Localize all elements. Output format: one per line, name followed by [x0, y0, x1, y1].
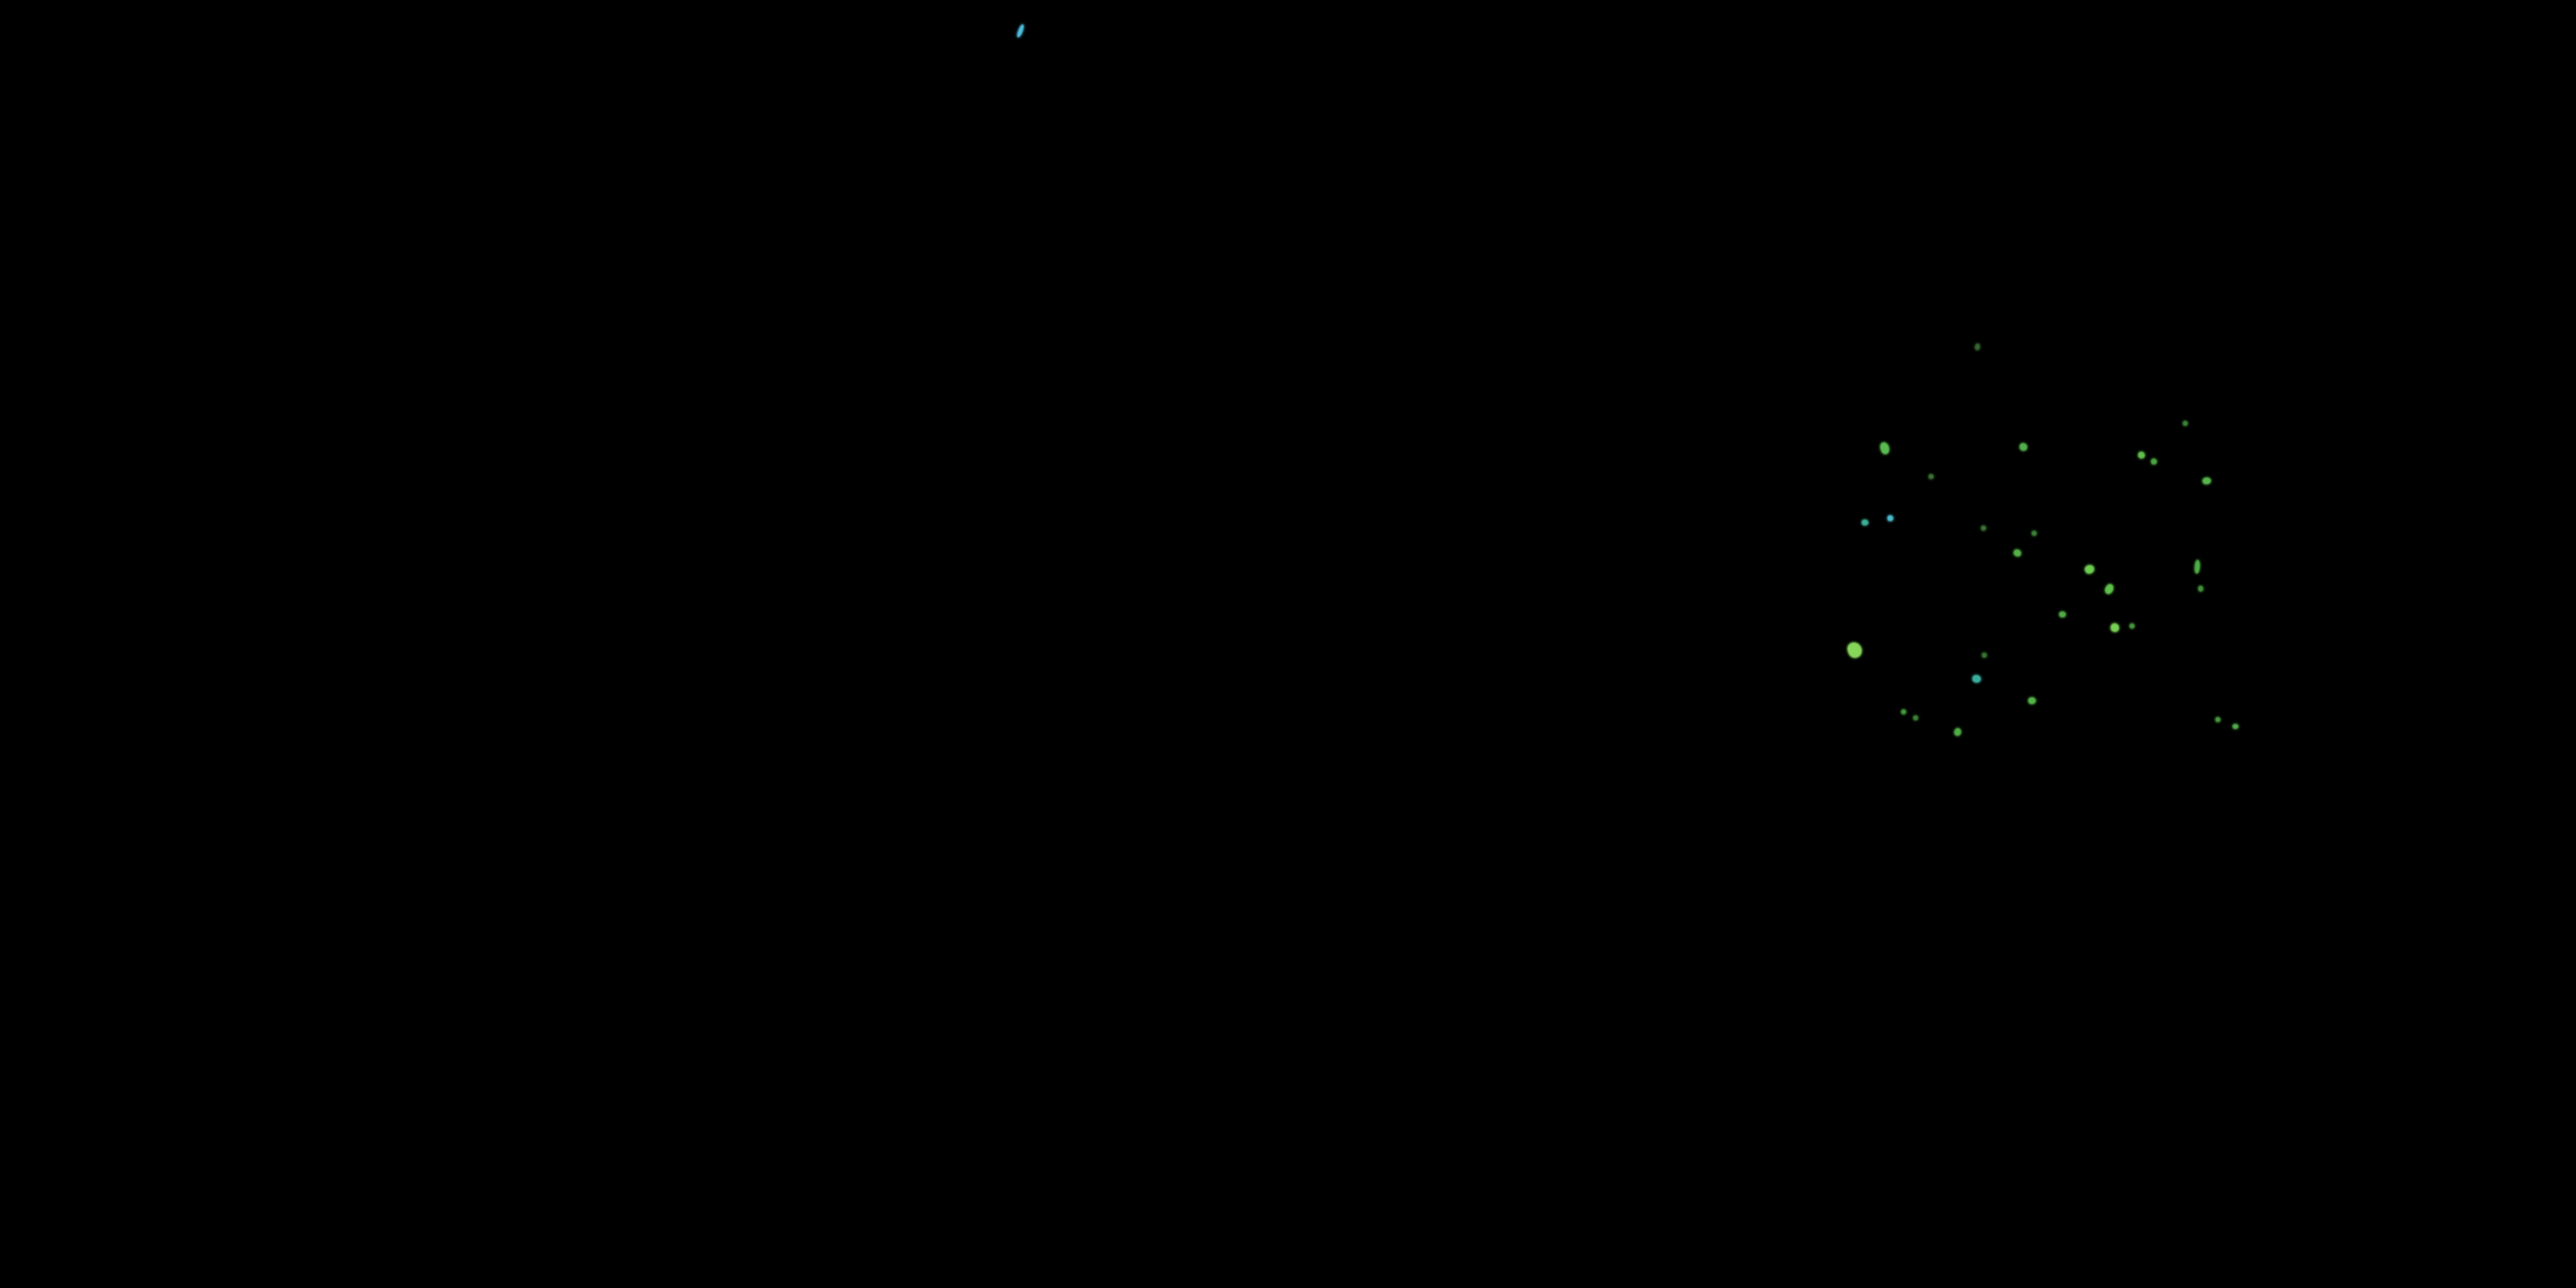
fluorescent-speck	[1972, 675, 1981, 683]
fluorescent-speck	[1862, 519, 1868, 526]
fluorescent-speck	[2151, 459, 2157, 465]
fluorescent-speck	[1953, 726, 1963, 738]
fluorescent-speck	[1974, 343, 1981, 351]
fluorescent-speck	[1016, 23, 1025, 39]
fluorescent-speck	[1982, 653, 1987, 658]
fluorescent-speck	[1879, 440, 1891, 456]
fluorescent-speck	[2194, 559, 2201, 574]
fluorescent-speck	[2032, 531, 2037, 536]
fluorescent-speck	[2059, 611, 2066, 617]
fluorescent-speck	[2027, 696, 2037, 705]
fluorescent-speck	[1845, 640, 1864, 660]
fluorescent-speck	[2233, 724, 2239, 729]
fluorescent-speck	[2012, 548, 2023, 558]
fluorescent-speck	[2198, 586, 2203, 592]
fluorescent-speck	[1981, 526, 1986, 531]
fluorescent-speck	[2129, 623, 2135, 629]
fluorescent-speck	[1913, 715, 1918, 720]
fluorescent-speck	[2215, 717, 2221, 722]
fluorescent-speck	[2183, 421, 2188, 426]
fluorescent-speck	[2202, 477, 2212, 485]
fluorescent-speck	[1929, 474, 1934, 479]
fluorescent-speck	[2103, 582, 2116, 596]
fluorescent-speck	[2083, 563, 2096, 575]
fluorescent-speck	[2138, 452, 2145, 459]
fluorescent-speck	[1887, 515, 1893, 521]
fluorescent-speck	[1901, 709, 1906, 714]
fluorescent-speck	[2020, 443, 2027, 451]
fluorescent-speck	[2109, 622, 2121, 634]
